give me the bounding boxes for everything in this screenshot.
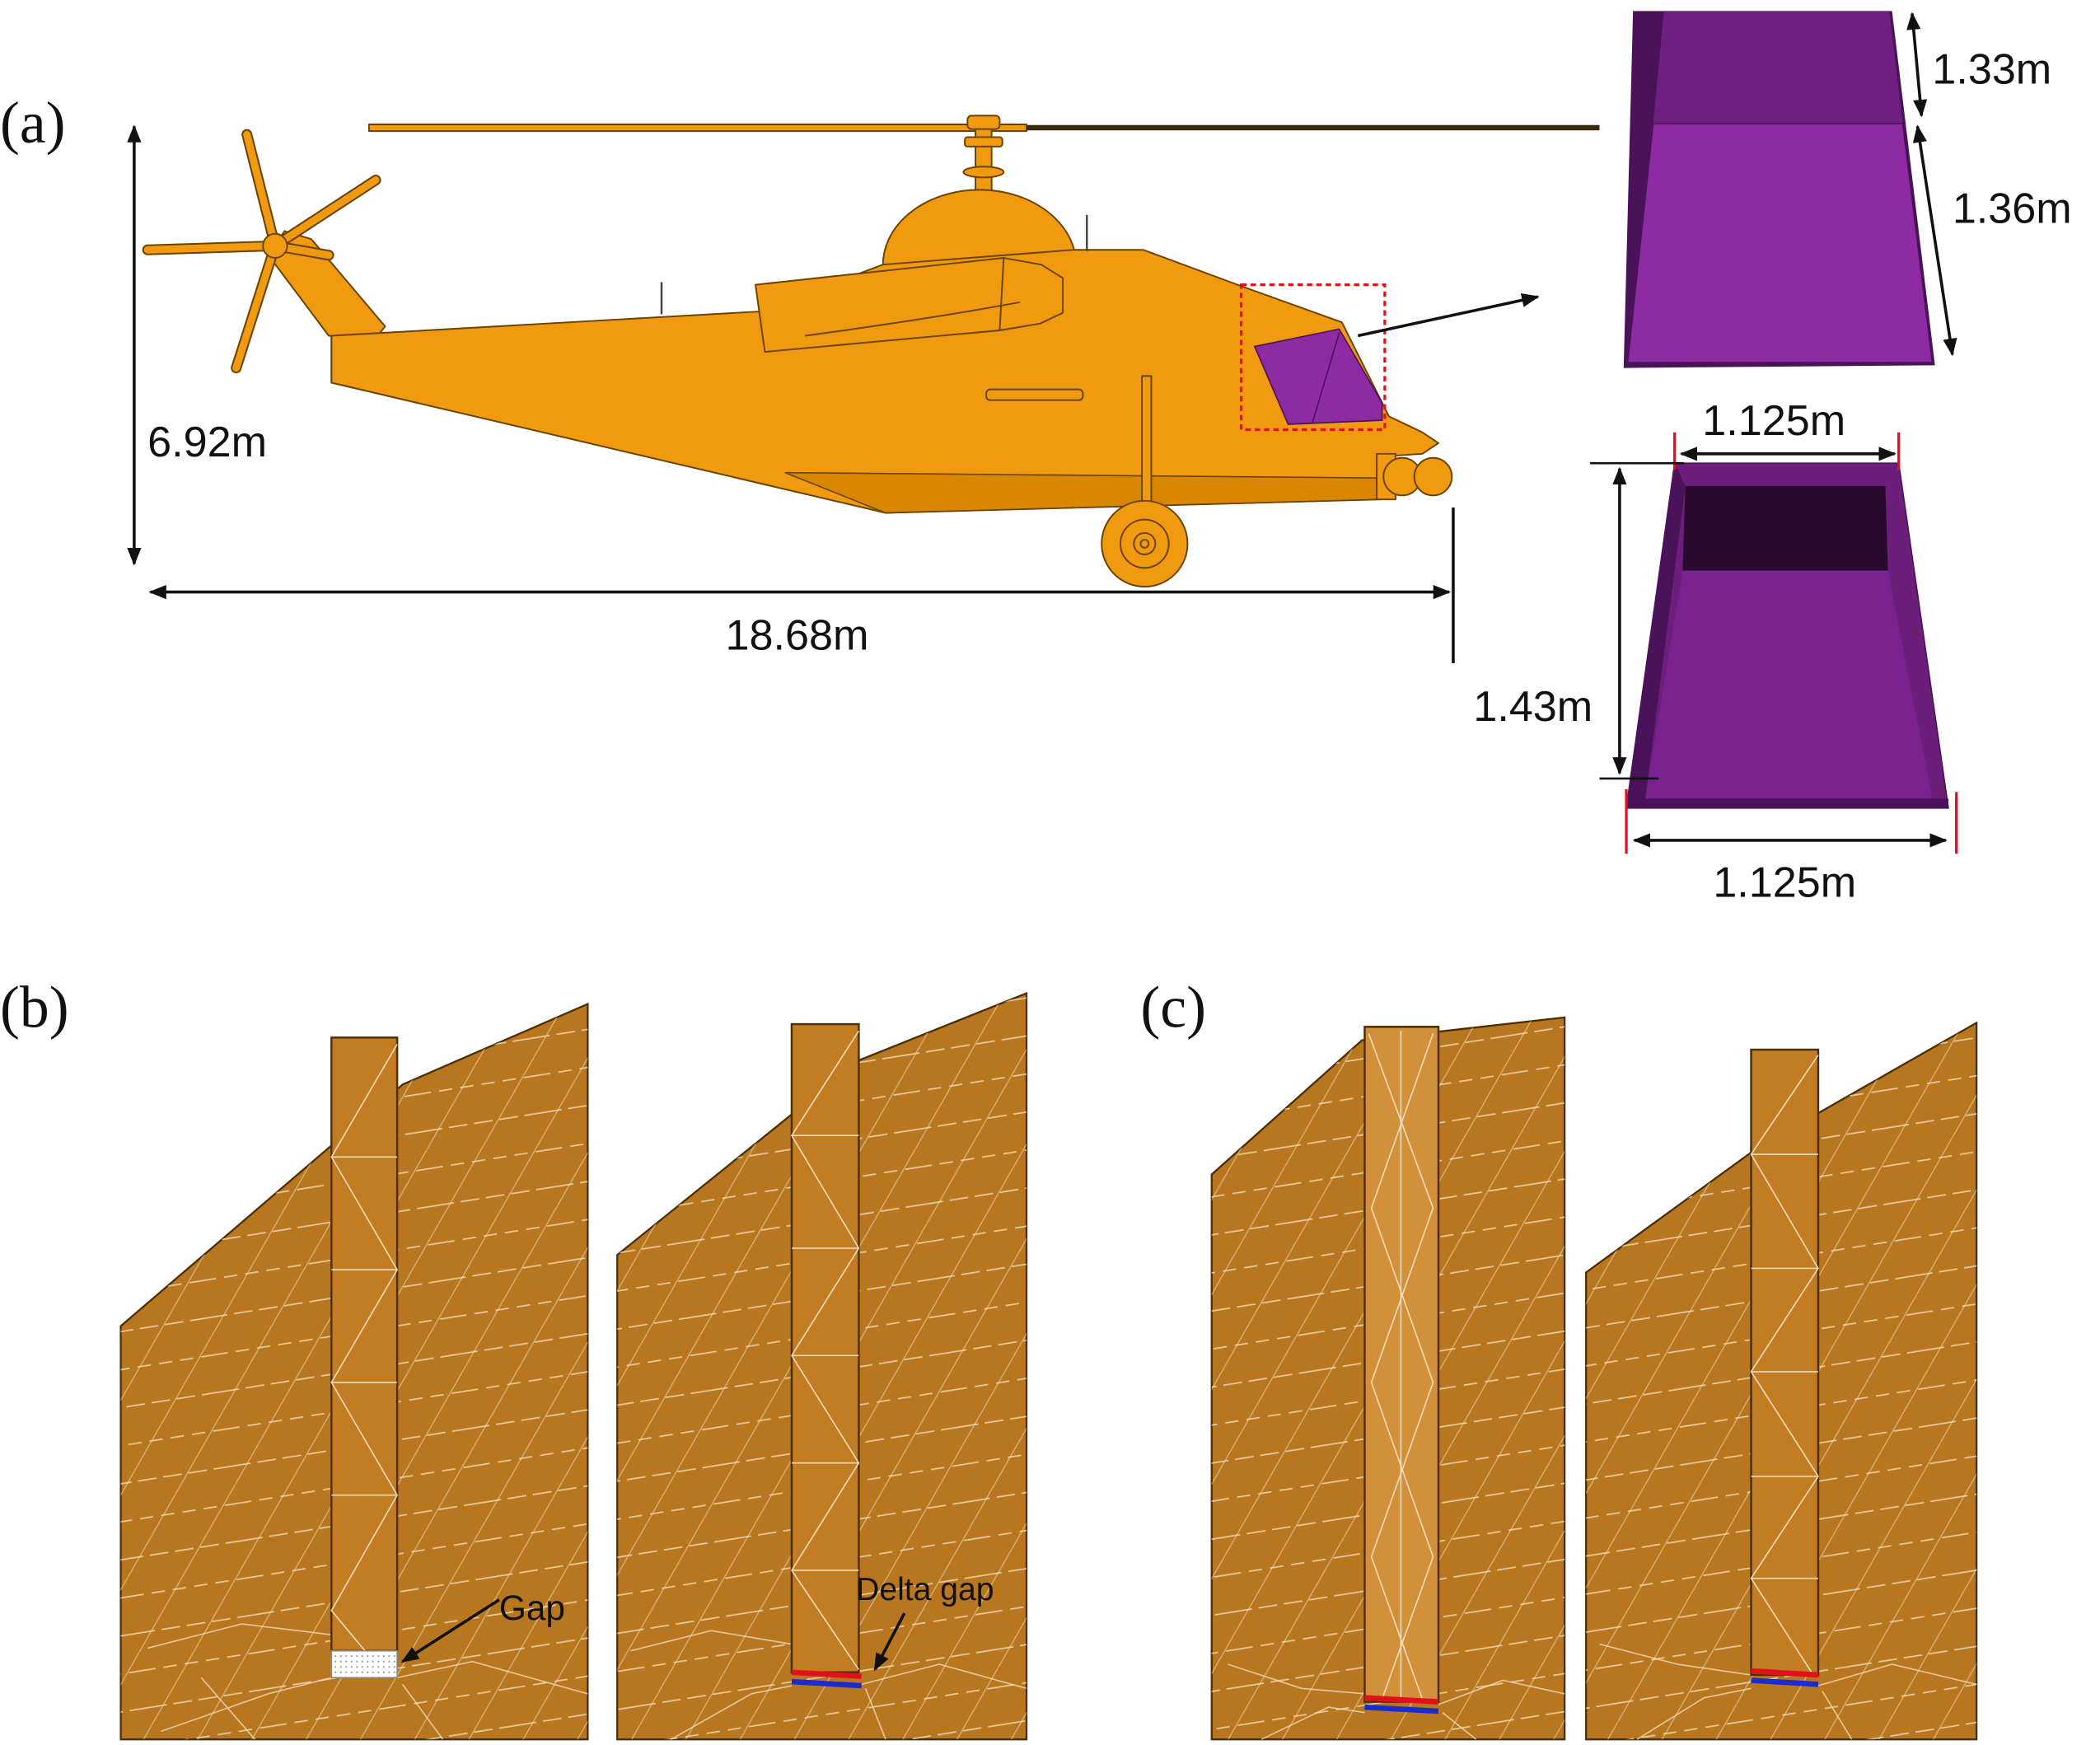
mesh-refinement — [147, 1623, 588, 1740]
windshield — [1253, 328, 1383, 425]
feed-blue-edge — [1751, 1677, 1819, 1687]
fuselage-lower-band — [784, 471, 1381, 514]
panel-b: (b) Gap — [0, 974, 1028, 1741]
tail-rotor-hub — [262, 232, 288, 260]
detail-pointer-arrow — [1357, 292, 1540, 338]
panel-a: (a) 6.92m 18.68m — [0, 11, 2072, 906]
rotor-hub-swashplate — [962, 166, 1005, 179]
gap-region — [330, 1649, 398, 1679]
monopole-mesh — [1750, 1055, 1819, 1673]
bottom-width-label: 1.125m — [1713, 858, 1856, 906]
rotor-hub-collar — [964, 136, 1003, 147]
length-dimension-label: 18.68m — [726, 612, 869, 660]
engine-nacelle-seam — [999, 257, 1005, 331]
front-view-top-band — [1682, 485, 1888, 571]
mesh-block-thin-monopole — [1585, 1021, 1978, 1741]
tail-rotor — [142, 129, 381, 374]
monopole-mesh — [330, 1044, 399, 1652]
wheel-axle — [1139, 539, 1150, 549]
tail-rotor-blade — [243, 130, 279, 250]
engine-nacelle — [755, 257, 1064, 353]
rotor-dome — [882, 189, 1076, 267]
delta-gap-blue-edge — [791, 1678, 862, 1689]
delta-gap-red-edge — [791, 1669, 862, 1679]
delta-gap-label: Delta gap — [856, 1572, 994, 1607]
helicopter — [142, 115, 1600, 588]
front-view-bottom-edge — [1626, 798, 1948, 808]
mesh-refinement — [630, 1630, 1027, 1740]
gap-label: Gap — [499, 1588, 565, 1627]
feed-blue-edge — [1364, 1704, 1439, 1715]
panel-b-label: (b) — [0, 974, 69, 1040]
slant-length-arrow — [1912, 124, 1957, 357]
delta-gap-arrow — [873, 1612, 906, 1672]
top-width-label: 1.125m — [1702, 397, 1845, 445]
top-depth-arrow — [1906, 12, 1928, 118]
side-view-lower-face — [1626, 123, 1934, 363]
slant-length-label: 1.36m — [1953, 185, 2072, 233]
wheel-hub — [1133, 531, 1157, 555]
mesh-refinement — [1599, 1643, 1977, 1740]
gap-arrow — [400, 1598, 500, 1663]
tail-rotor-blade — [271, 176, 380, 250]
panel-a-label: (a) — [0, 90, 66, 156]
mesh-block-delta-gap: Delta gap — [616, 991, 1028, 1741]
windshield-highlight-box — [1239, 283, 1387, 432]
front-height-label: 1.43m — [1473, 683, 1593, 731]
feed-red-edge — [1364, 1695, 1439, 1705]
front-view-inner-face — [1644, 570, 1933, 799]
tail-rotor-blade — [143, 241, 279, 254]
main-rotor-blade-left — [367, 123, 1027, 133]
front-view-left-side — [1626, 463, 1686, 808]
monopole-mesh — [1368, 1031, 1434, 1700]
windshield-side-view: 1.33m 1.36m — [1623, 11, 2072, 368]
tail-rotor-blade — [232, 241, 279, 372]
nose-sensor — [1413, 456, 1453, 497]
top-depth-label: 1.33m — [1932, 45, 2051, 93]
height-dimension-label: 6.92m — [147, 419, 267, 466]
panel-c-label: (c) — [1140, 974, 1206, 1040]
landing-gear-strut — [1141, 375, 1153, 522]
windshield-divider — [1312, 333, 1340, 423]
engine-nacelle-curve — [805, 301, 1021, 337]
monopole-mesh — [790, 1030, 860, 1670]
panel-c: (c) — [1140, 974, 1978, 1741]
mesh-refinement — [1228, 1663, 1565, 1740]
wheel-rim — [1120, 518, 1170, 569]
monopole — [330, 1036, 399, 1652]
monopole — [1750, 1048, 1820, 1677]
monopole — [790, 1022, 860, 1673]
mesh-block-thick-monopole — [1210, 1016, 1566, 1741]
side-slot — [985, 388, 1084, 401]
side-view-upper-face — [1653, 11, 1903, 124]
windshield-front-view: 1.125m 1.43m 1.125m — [1473, 397, 1958, 906]
mesh-block-gap: Gap — [119, 1002, 589, 1741]
feed-red-edge — [1751, 1668, 1819, 1678]
rotor-hub-top — [966, 115, 1001, 130]
